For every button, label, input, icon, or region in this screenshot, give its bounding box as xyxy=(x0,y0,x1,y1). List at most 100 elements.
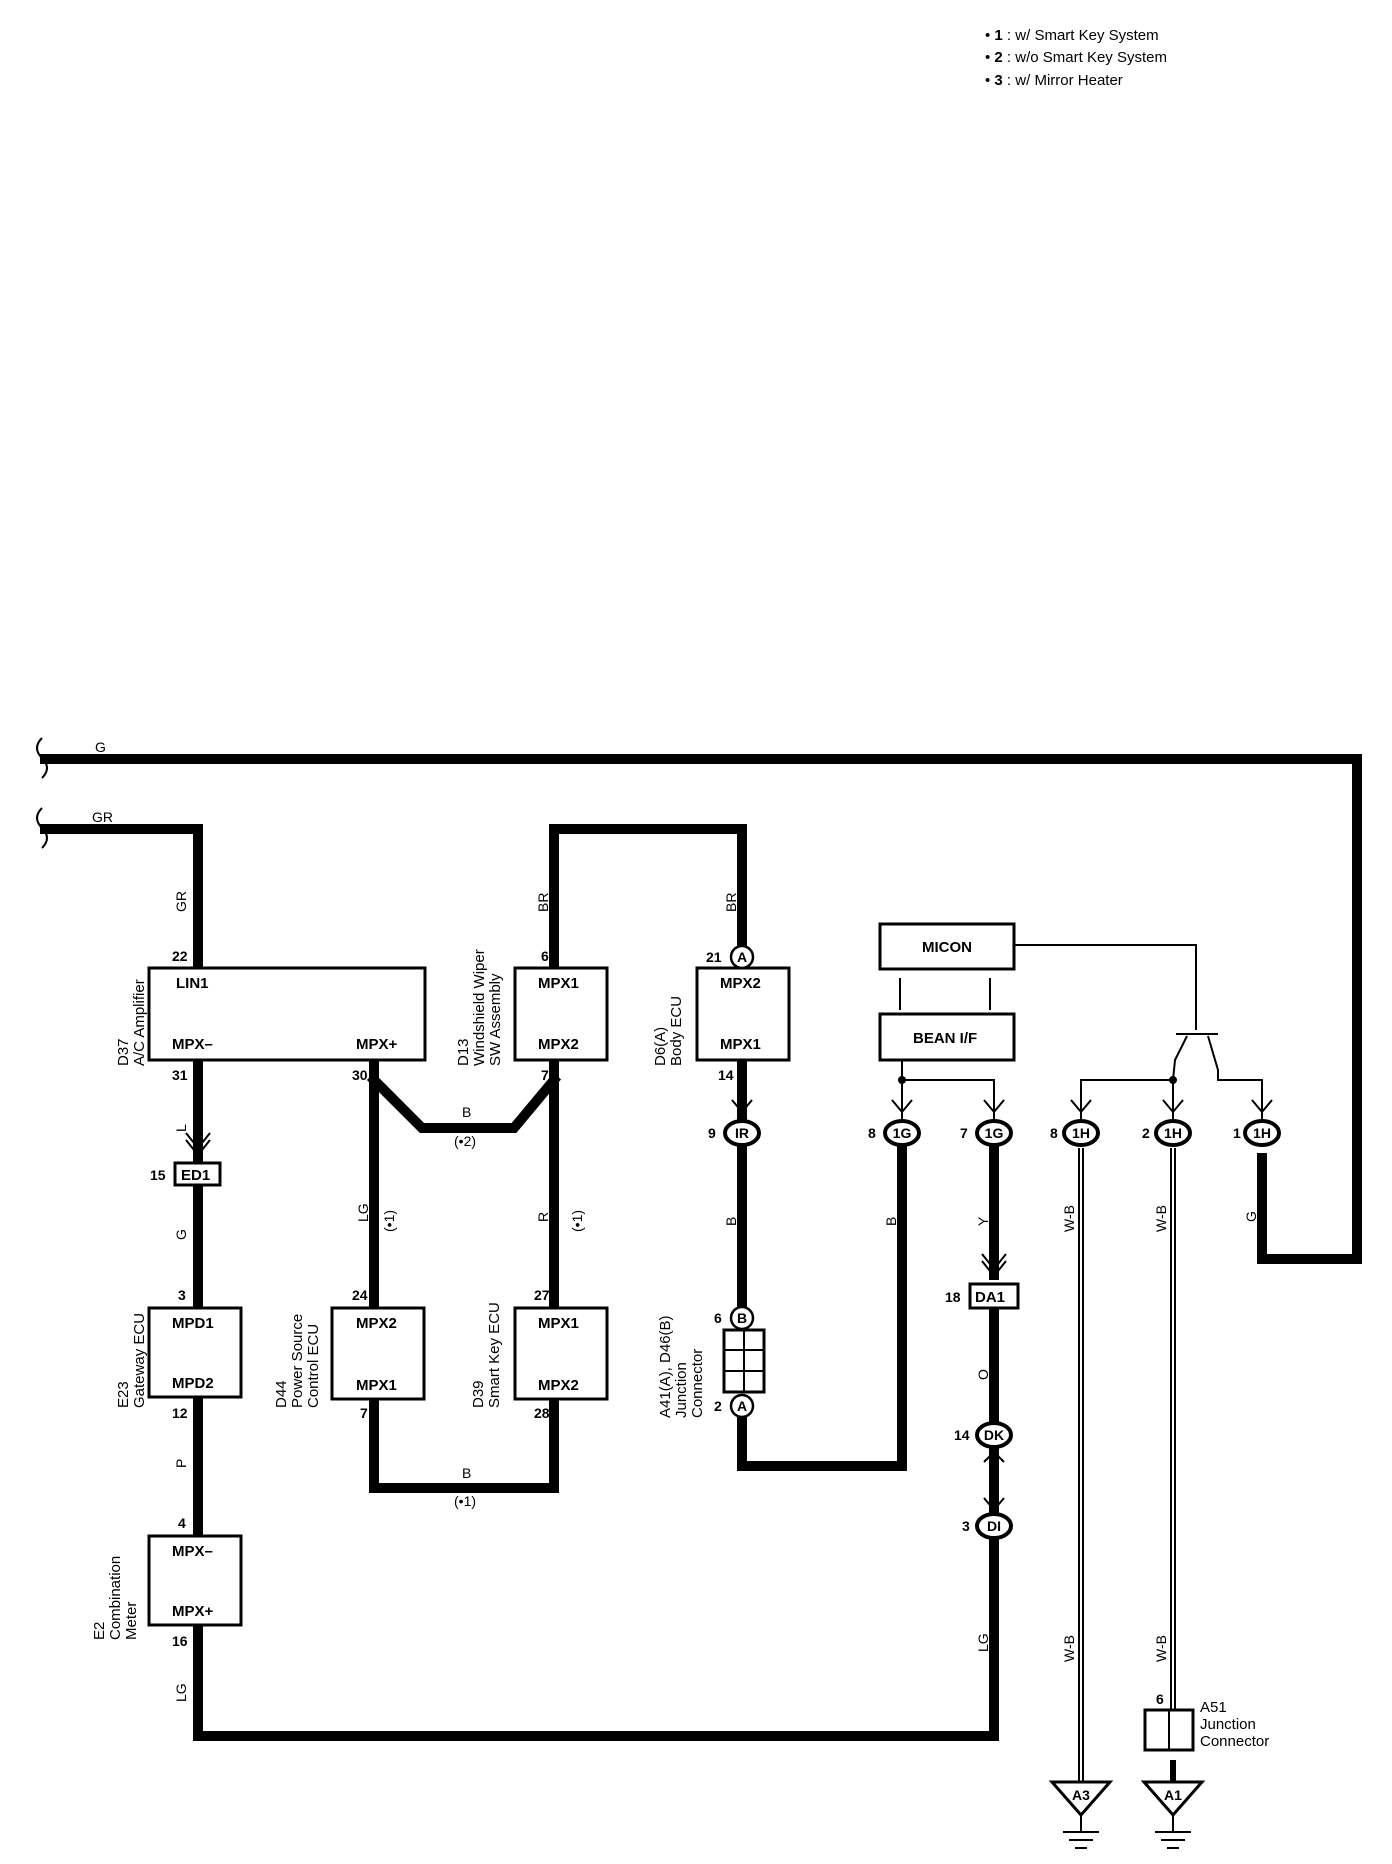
svg-text:27: 27 xyxy=(534,1287,550,1303)
svg-text:BEAN I/F: BEAN I/F xyxy=(913,1030,977,1047)
svg-text:LG: LG xyxy=(975,1633,991,1652)
svg-text:BR: BR xyxy=(535,893,551,912)
svg-text:E23: E23 xyxy=(115,1381,132,1408)
wire-br xyxy=(549,824,747,973)
svg-text:3: 3 xyxy=(962,1518,970,1534)
component-d44: MPX2 MPX1 D44 Power Source Control ECU xyxy=(273,1306,426,1408)
svg-text:LG: LG xyxy=(355,1203,371,1222)
component-a41: A41(A), D46(B) Junction Connector xyxy=(657,1315,766,1418)
svg-text:L: L xyxy=(173,1124,189,1132)
svg-text:Junction: Junction xyxy=(673,1362,690,1418)
svg-text:Gateway ECU: Gateway ECU xyxy=(131,1313,148,1408)
thin-lines xyxy=(898,944,1263,1120)
svg-text:MPX+: MPX+ xyxy=(356,1036,398,1053)
svg-text:8: 8 xyxy=(868,1125,876,1141)
svg-text:Connector: Connector xyxy=(689,1349,706,1418)
svg-text:MICON: MICON xyxy=(922,939,972,956)
svg-text:15: 15 xyxy=(150,1167,166,1183)
svg-text:Power Source: Power Source xyxy=(289,1314,306,1408)
svg-text:A: A xyxy=(737,1398,747,1414)
component-d13: MPX1 MPX2 D13 Windshield Wiper SW Assemb… xyxy=(455,949,609,1066)
note-3: • 3 : w/ Mirror Heater xyxy=(985,72,1123,89)
svg-text:1H: 1H xyxy=(1253,1125,1271,1141)
svg-text:2: 2 xyxy=(1142,1125,1150,1141)
svg-text:3: 3 xyxy=(178,1287,186,1303)
wire-lg-bottom xyxy=(193,1535,999,1741)
svg-text:MPD2: MPD2 xyxy=(172,1375,214,1392)
svg-text:GR: GR xyxy=(173,891,189,912)
connector-1h-c: 1H 1 xyxy=(1233,1099,1281,1147)
component-d37: LIN1 MPX– MPX+ D37 A/C Amplifier xyxy=(115,966,427,1066)
svg-text:G: G xyxy=(1243,1211,1259,1222)
svg-text:7: 7 xyxy=(541,1067,549,1083)
svg-text:Control ECU: Control ECU xyxy=(305,1324,322,1408)
svg-text:A: A xyxy=(737,949,747,965)
svg-text:MPX1: MPX1 xyxy=(538,975,579,992)
svg-text:(•1): (•1) xyxy=(381,1210,397,1232)
connector-1h-a: 1H 8 xyxy=(1050,1099,1100,1147)
component-e23: MPD1 MPD2 E23 Gateway ECU xyxy=(115,1306,243,1408)
svg-text:1H: 1H xyxy=(1164,1125,1182,1141)
connector-1h-b: 1H 2 xyxy=(1142,1099,1192,1147)
svg-text:O: O xyxy=(975,1369,991,1380)
svg-text:Combination: Combination xyxy=(107,1556,124,1640)
svg-text:B: B xyxy=(883,1217,899,1226)
svg-text:24: 24 xyxy=(352,1287,368,1303)
component-d6: MPX2 MPX1 D6(A) Body ECU xyxy=(652,966,791,1066)
svg-text:W-B: W-B xyxy=(1061,1205,1077,1232)
ground-a3: A3 xyxy=(1048,1780,1114,1849)
svg-text:2: 2 xyxy=(714,1398,722,1414)
svg-text:1H: 1H xyxy=(1072,1125,1090,1141)
svg-text:Y: Y xyxy=(975,1216,991,1226)
svg-text:1G: 1G xyxy=(893,1125,912,1141)
svg-text:30: 30 xyxy=(352,1067,368,1083)
svg-text:8: 8 xyxy=(1050,1125,1058,1141)
connector-1g-a: 1G 8 xyxy=(868,1099,921,1147)
svg-text:E2: E2 xyxy=(91,1622,108,1640)
svg-text:Windshield Wiper: Windshield Wiper xyxy=(471,949,488,1066)
svg-text:6: 6 xyxy=(714,1310,722,1326)
svg-text:LIN1: LIN1 xyxy=(176,975,209,992)
svg-text:1: 1 xyxy=(1233,1125,1241,1141)
svg-text:21: 21 xyxy=(706,949,722,965)
svg-text:A1: A1 xyxy=(1164,1787,1182,1803)
svg-text:GR: GR xyxy=(92,809,113,825)
connector-di: DI3 xyxy=(962,1512,1013,1540)
notes-legend: • 1 : w/ Smart Key System • 2 : w/o Smar… xyxy=(985,27,1167,89)
wires xyxy=(40,754,1362,1741)
svg-text:MPX+: MPX+ xyxy=(172,1603,214,1620)
svg-text:MPX1: MPX1 xyxy=(538,1315,579,1332)
component-e2: MPX– MPX+ E2 Combination Meter xyxy=(91,1534,243,1640)
svg-text:MPX2: MPX2 xyxy=(538,1377,579,1394)
component-d39: MPX1 MPX2 D39 Smart Key ECU xyxy=(470,1302,609,1408)
svg-text:6: 6 xyxy=(1156,1691,1164,1707)
connector-ed1: ED1 15 xyxy=(150,1132,222,1187)
svg-text:R: R xyxy=(535,1212,551,1222)
note-1: • 1 : w/ Smart Key System xyxy=(985,27,1159,44)
svg-text:LG: LG xyxy=(173,1683,189,1702)
svg-text:P: P xyxy=(173,1459,189,1468)
wire-b-junction xyxy=(737,1143,907,1471)
svg-text:B: B xyxy=(723,1217,739,1226)
connector-ir: IR9 xyxy=(708,1099,761,1147)
svg-text:G: G xyxy=(95,739,106,755)
wire-b-bottom xyxy=(369,1394,559,1493)
svg-text:Meter: Meter xyxy=(123,1602,140,1640)
note-2: • 2 : w/o Smart Key System xyxy=(985,49,1167,66)
svg-text:MPX1: MPX1 xyxy=(356,1377,397,1394)
svg-text:A51: A51 xyxy=(1200,1699,1227,1716)
wire-labels: G GR GR BR BR L G P LG LG (•1) R (•1) B … xyxy=(92,739,1259,1702)
component-micon: MICON xyxy=(878,922,1016,971)
svg-text:DA1: DA1 xyxy=(975,1289,1005,1306)
svg-text:(•2): (•2) xyxy=(454,1133,476,1149)
component-a51: A51 Junction Connector xyxy=(1143,1699,1269,1752)
svg-text:A/C Amplifier: A/C Amplifier xyxy=(131,979,148,1066)
svg-text:A41(A), D46(B): A41(A), D46(B) xyxy=(657,1315,674,1418)
svg-text:28: 28 xyxy=(534,1405,550,1421)
svg-text:22: 22 xyxy=(172,948,188,964)
svg-text:Smart Key ECU: Smart Key ECU xyxy=(486,1302,503,1408)
svg-text:1G: 1G xyxy=(985,1125,1004,1141)
component-bean: BEAN I/F xyxy=(878,1012,1016,1062)
